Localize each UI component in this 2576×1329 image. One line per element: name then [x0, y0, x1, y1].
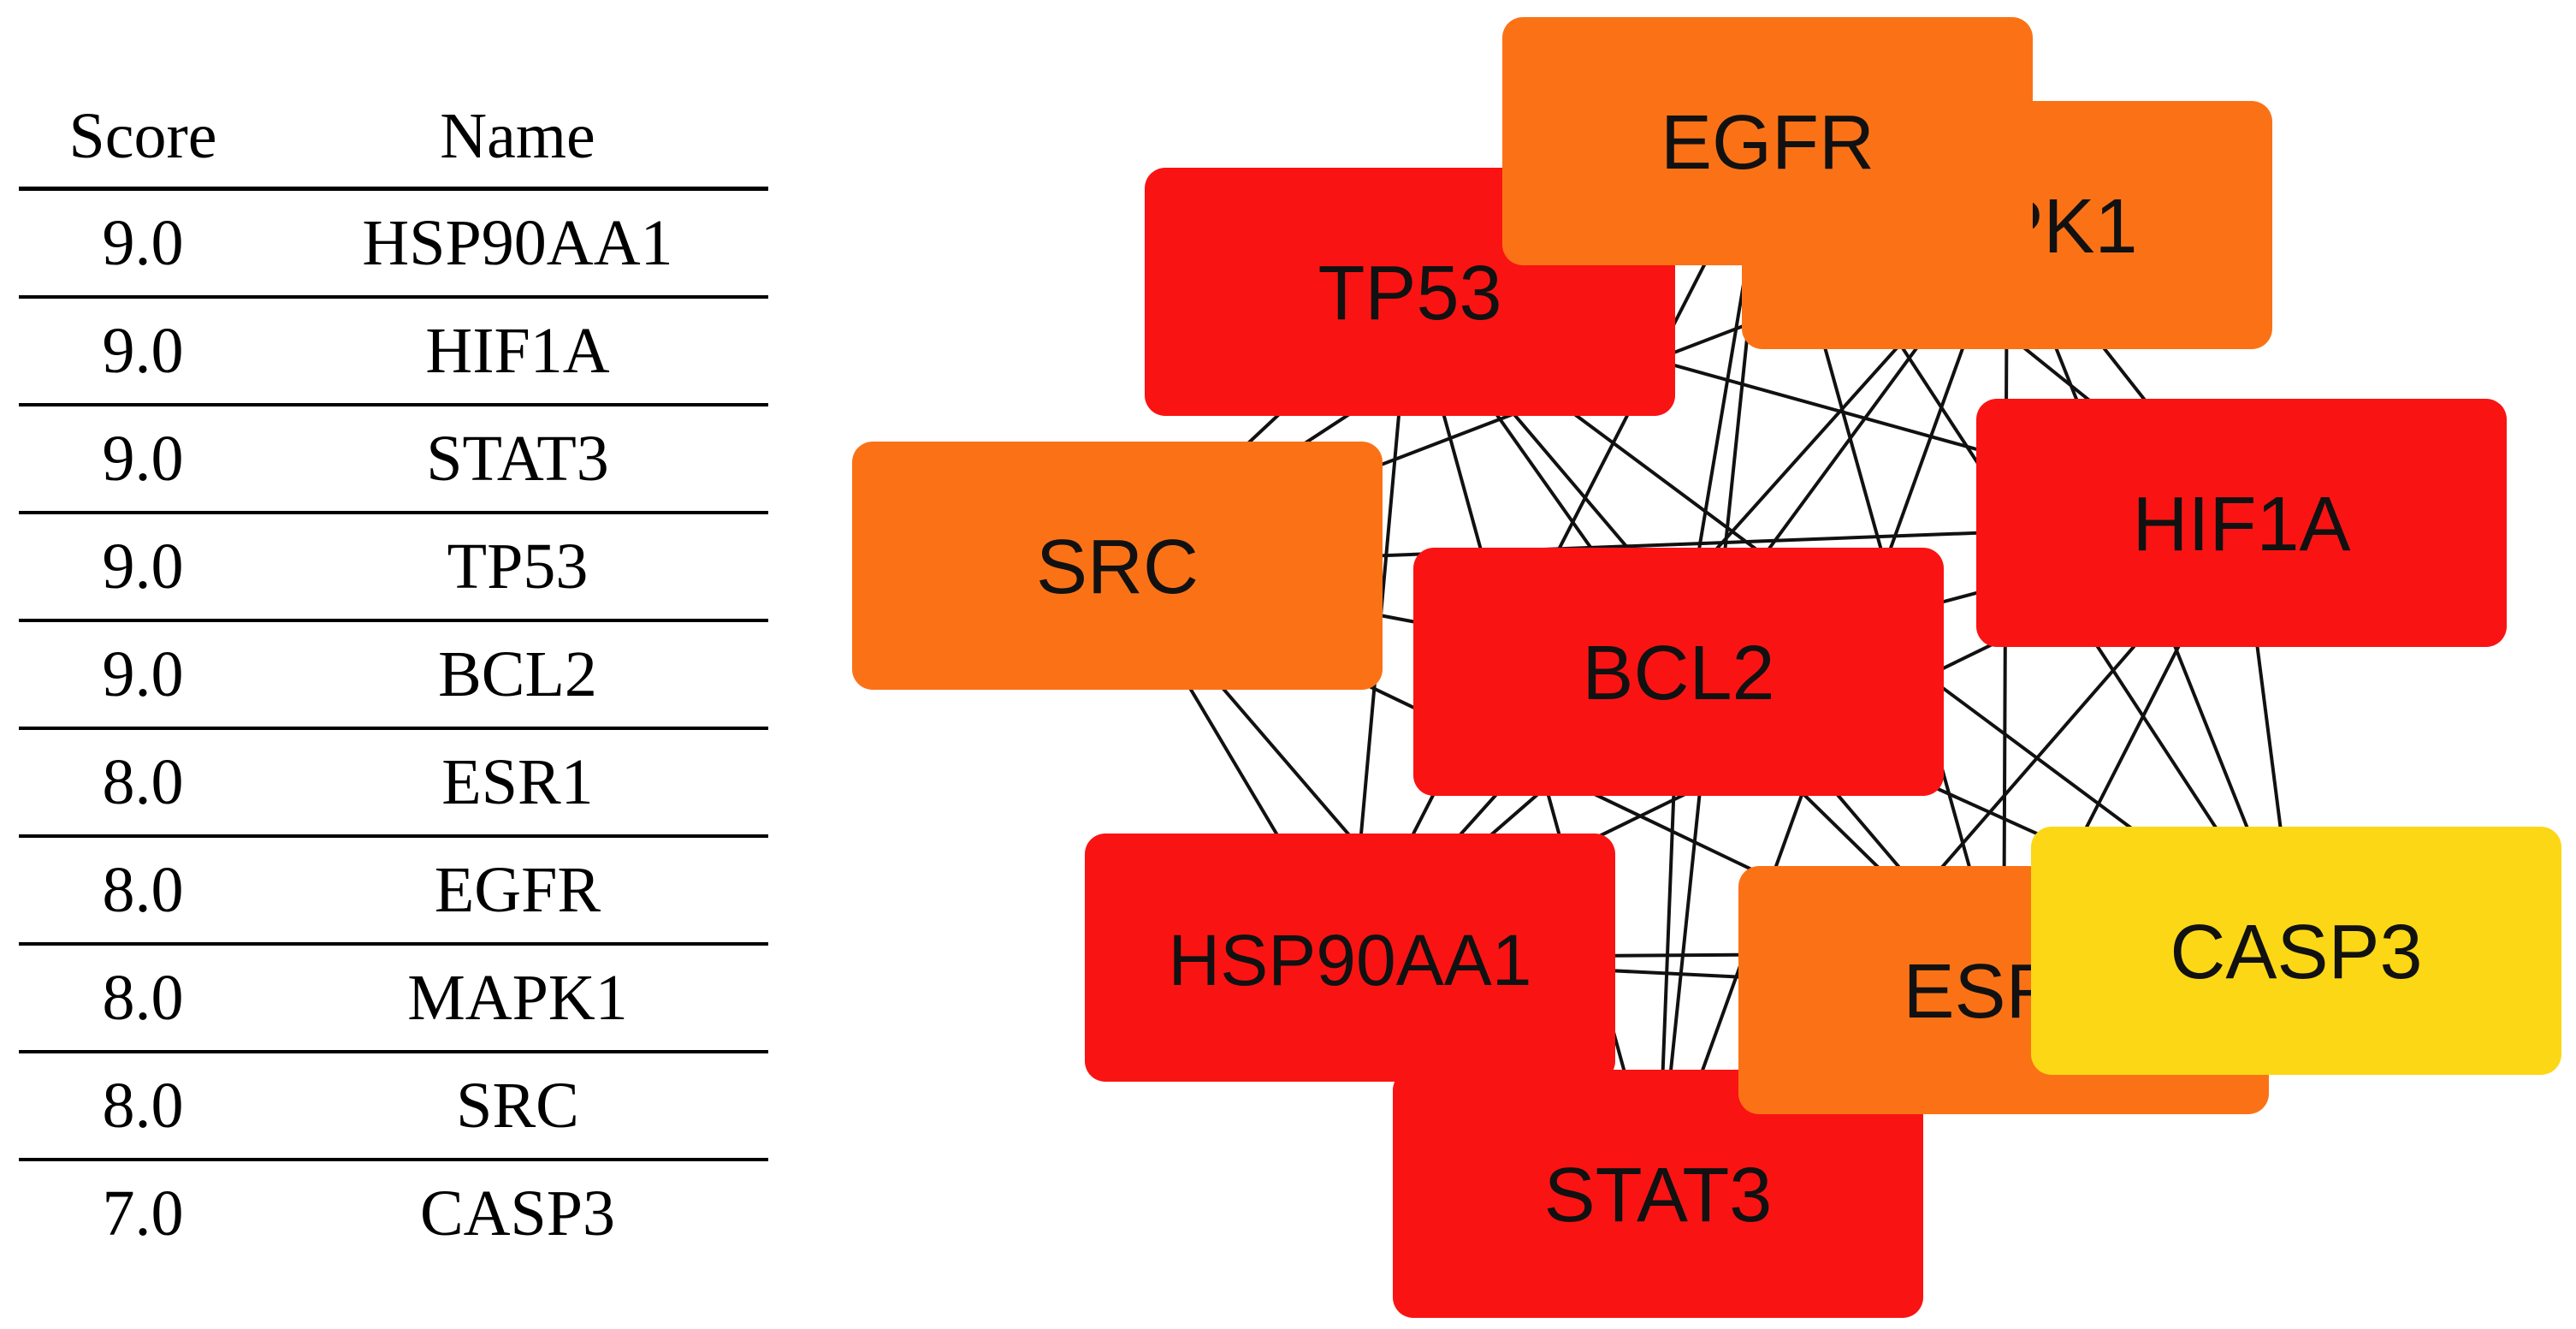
node-stat3: STAT3	[1393, 1070, 1923, 1318]
name-column-header: Name	[267, 86, 768, 191]
table-row: 9.0 HSP90AA1	[19, 188, 768, 299]
score-cell: 9.0	[19, 297, 267, 406]
score-cell: 8.0	[19, 836, 267, 946]
node-box-hsp90aa1	[1085, 834, 1615, 1082]
node-box-bcl2	[1413, 548, 1944, 796]
node-hif1a: HIF1A	[1976, 399, 2507, 647]
score-column-header: Score	[19, 86, 267, 191]
node-label-egfr: EGFR	[1661, 100, 1874, 186]
table-row: 8.0 ESR1	[19, 728, 768, 838]
score-cell: 9.0	[19, 188, 267, 299]
name-cell: HSP90AA1	[267, 188, 768, 299]
score-cell: 8.0	[19, 1052, 267, 1161]
node-label-src: SRC	[1036, 525, 1199, 610]
node-bcl2: BCL2	[1413, 548, 1944, 796]
node-label-casp3: CASP3	[2170, 910, 2422, 995]
name-cell: TP53	[267, 513, 768, 622]
node-casp3: CASP3	[2031, 827, 2561, 1075]
table-row: 8.0 MAPK1	[19, 944, 768, 1053]
name-cell: MAPK1	[267, 944, 768, 1053]
score-cell: 8.0	[19, 728, 267, 838]
table-header-row: Score Name	[19, 86, 768, 191]
score-cell: 9.0	[19, 620, 267, 730]
node-box-src	[852, 442, 1383, 690]
node-label-tp53: TP53	[1318, 251, 1501, 336]
score-cell: 9.0	[19, 405, 267, 514]
table-row: 8.0 EGFR	[19, 836, 768, 946]
score-cell: 7.0	[102, 1178, 184, 1249]
node-box-hif1a	[1976, 399, 2507, 647]
node-egfr: EGFR	[1502, 17, 2033, 265]
score-cell: 9.0	[19, 513, 267, 622]
name-cell: CASP3	[419, 1178, 616, 1249]
node-label-hsp90aa1: HSP90AA1	[1169, 920, 1532, 1000]
table-row: 9.0 STAT3	[19, 405, 768, 514]
score-cell: 8.0	[19, 944, 267, 1053]
network-nodes: SRCTP53MAPK1EGFRHIF1ABCL2STAT3ESR1HSP90A…	[852, 17, 2561, 1318]
node-label-hif1a: HIF1A	[2132, 482, 2350, 567]
table-row: 7.0 CASP3	[19, 1160, 768, 1266]
table-row: 9.0 HIF1A	[19, 297, 768, 406]
name-cell: BCL2	[267, 620, 768, 730]
node-label-stat3: STAT3	[1544, 1153, 1773, 1238]
name-cell: ESR1	[267, 728, 768, 838]
node-box-stat3	[1393, 1070, 1923, 1318]
node-box-egfr	[1502, 17, 2033, 265]
name-cell: EGFR	[267, 836, 768, 946]
node-hsp90aa1: HSP90AA1	[1085, 834, 1615, 1082]
node-src: SRC	[852, 442, 1383, 690]
name-cell: HIF1A	[267, 297, 768, 406]
node-box-casp3	[2031, 827, 2561, 1075]
score-table: Score Name 9.0 HSP90AA1 9.0 HIF1A 9.0 ST…	[19, 86, 768, 1266]
table-row: 9.0 TP53	[19, 513, 768, 622]
node-label-bcl2: BCL2	[1582, 631, 1774, 716]
table-row: 8.0 SRC	[19, 1052, 768, 1161]
table-row: 9.0 BCL2	[19, 620, 768, 730]
name-cell: SRC	[267, 1052, 768, 1161]
name-cell: STAT3	[267, 405, 768, 514]
